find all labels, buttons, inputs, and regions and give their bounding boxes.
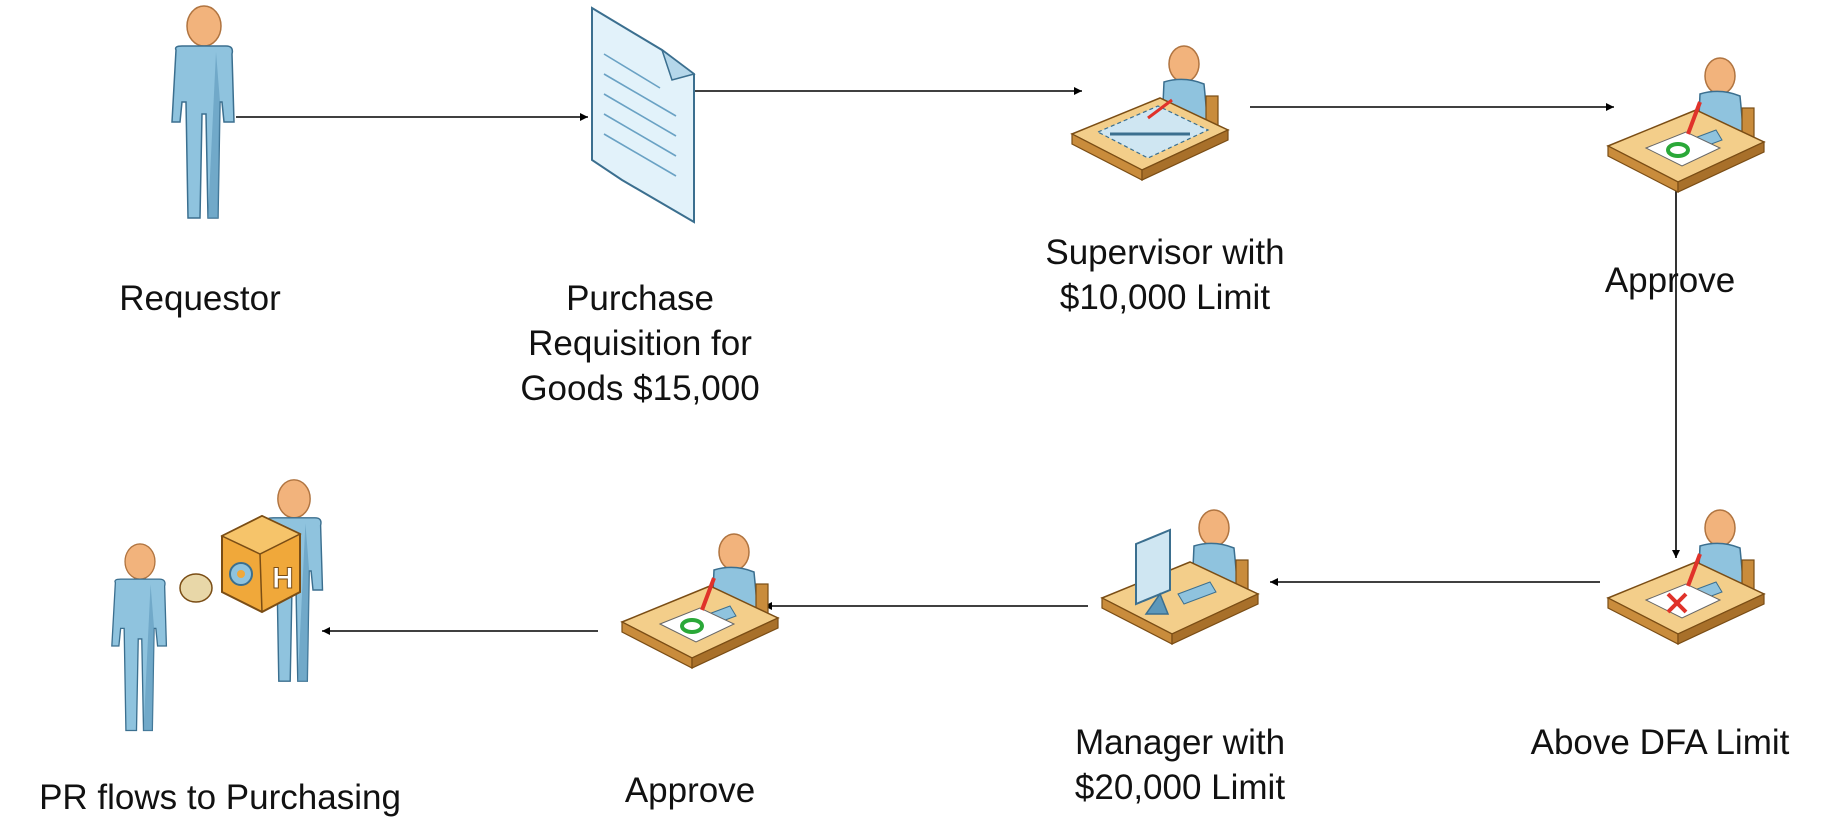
node-label-purchase-requisition: Purchase Requisition for Goods $15,000 [470, 276, 810, 411]
label-line: Requisition for [528, 324, 752, 363]
person-at-computer-icon [1101, 509, 1259, 645]
label-line: Manager with [1074, 723, 1286, 762]
label-line: Supervisor with [1045, 233, 1285, 272]
label-line: Purchase [566, 279, 714, 318]
person-at-desk-planning-icon [1071, 45, 1229, 181]
people-exchanging-package-icon: H [111, 479, 324, 732]
label-line: PR flows to Purchasing [39, 778, 401, 817]
node-label-purchasing: PR flows to Purchasing [0, 775, 440, 820]
person-signing-reject-icon [1607, 509, 1765, 645]
label-line: Approve [624, 771, 756, 810]
edges [236, 87, 1680, 635]
label-line: $20,000 Limit [1074, 768, 1286, 807]
label-line: $10,000 Limit [1059, 278, 1271, 317]
document-icon [591, 6, 696, 224]
node-label-manager: Manager with $20,000 Limit [1030, 720, 1330, 810]
label-line: Above DFA Limit [1530, 723, 1790, 762]
person-signing-approve-icon [621, 533, 779, 669]
label-line: Approve [1604, 261, 1736, 300]
standing-person-icon [171, 5, 235, 219]
node-label-above-dfa: Above DFA Limit [1500, 720, 1820, 765]
node-label-approve-top: Approve [1540, 258, 1800, 303]
label-line: Goods $15,000 [520, 369, 760, 408]
label-line: Requestor [119, 279, 281, 318]
node-label-approve-bottom: Approve [560, 768, 820, 813]
node-label-requestor: Requestor [50, 276, 350, 321]
node-label-supervisor: Supervisor with $10,000 Limit [1000, 230, 1330, 320]
person-signing-approve-icon [1607, 57, 1765, 193]
svg-text:H: H [272, 562, 294, 595]
